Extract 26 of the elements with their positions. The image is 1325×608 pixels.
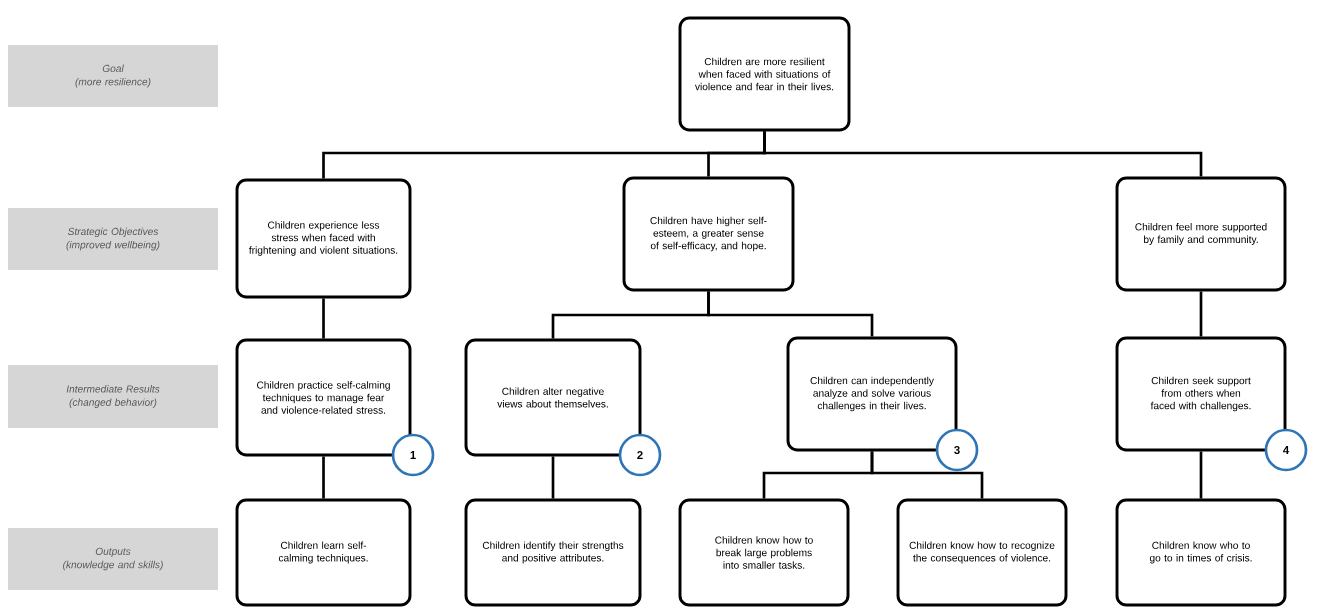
connector-line	[870, 451, 984, 499]
objective-box: Children experience less stress when faced with frightening and violent situations.	[235, 178, 412, 299]
objective-box: Children have higher self-esteem, a greater sense of self-efficacy, and hope.	[622, 176, 795, 292]
level-label: Outputs (knowledge and skills)	[8, 528, 218, 590]
connector-line	[763, 131, 1203, 177]
number-badge: 4	[1264, 428, 1308, 472]
number-badge: 1	[391, 433, 435, 477]
objective-box: Children identify their strengths and positive attributes.	[464, 498, 642, 607]
node-label: 4	[1283, 446, 1290, 454]
objective-box: Children learn self-calming techniques.	[235, 498, 412, 607]
connector-line	[1199, 291, 1203, 337]
number-badge: 3	[935, 428, 979, 472]
level-label: Strategic Objectives (improved wellbeing)	[8, 208, 218, 270]
objective-box: Children know who to go to in times of crisis.	[1115, 498, 1287, 607]
objective-box: Children are more resilient when faced with situations of violence and fear in their lives.	[678, 16, 851, 132]
connector-line	[322, 298, 325, 339]
connector-line	[322, 456, 325, 499]
connector-line	[1199, 451, 1203, 499]
connector-line	[707, 291, 874, 337]
objective-box: Children know how to recognize the consequences of violence.	[896, 498, 1068, 607]
level-label: Intermediate Results (changed behavior)	[8, 365, 218, 428]
connector-line	[551, 456, 555, 499]
number-badge: 2	[618, 433, 662, 477]
objective-box: Children feel more supported by family and community.	[1115, 176, 1287, 292]
level-label: Goal (more resilience)	[8, 45, 218, 107]
objective-box: Children know how to break large problems into smaller tasks.	[678, 498, 850, 607]
